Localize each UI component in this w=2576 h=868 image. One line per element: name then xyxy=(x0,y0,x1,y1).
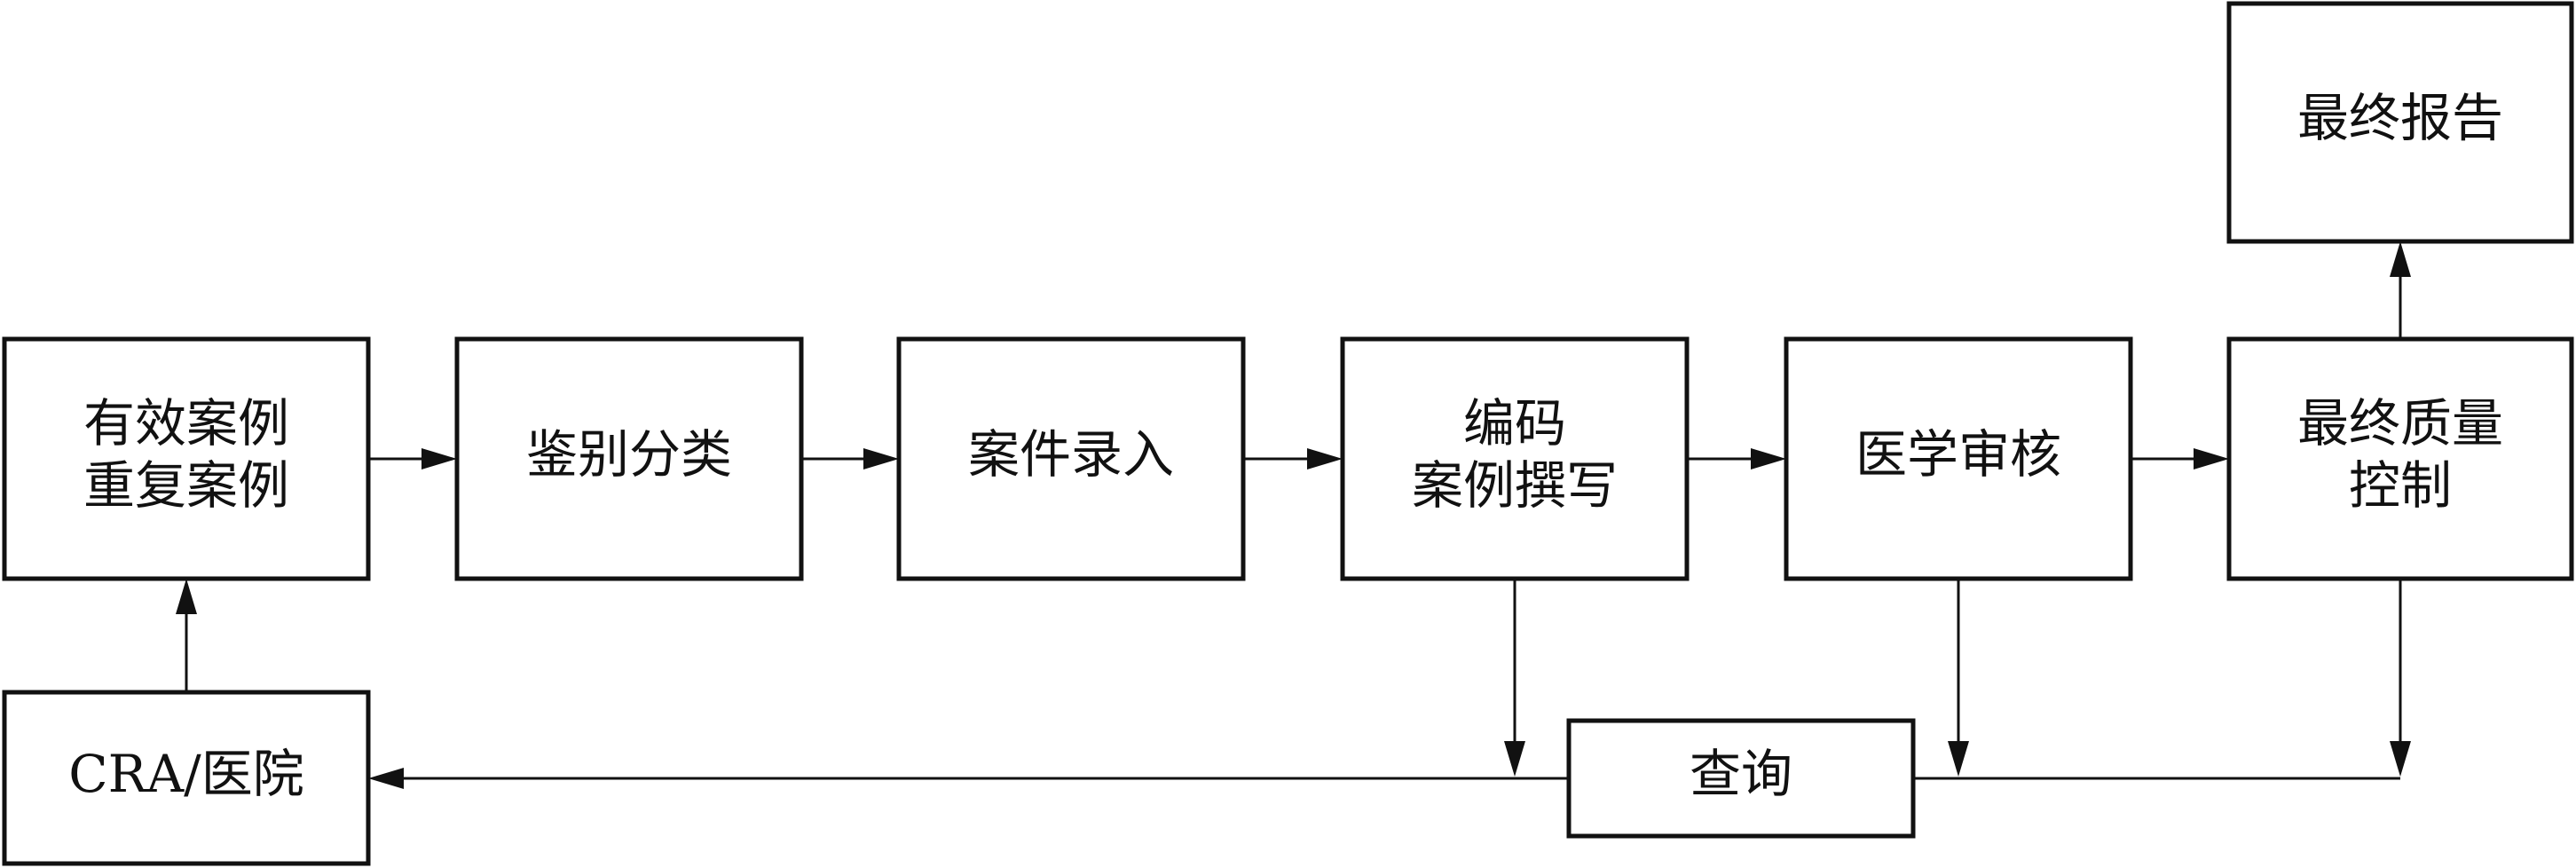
node-cases: 有效案例 重复案例 xyxy=(2,336,371,581)
arrow-coding-to-review xyxy=(1687,448,1786,470)
node-entry: 案件录入 xyxy=(896,336,1246,581)
query-return-line xyxy=(368,768,2400,789)
node-cases-line-2: 重复案例 xyxy=(83,455,289,516)
arrow-qc-to-report xyxy=(2390,241,2411,339)
arrow-review-to-qc xyxy=(2131,448,2229,470)
arrow-identify-to-entry xyxy=(801,448,899,470)
node-review-label: 医学审核 xyxy=(1855,424,2061,485)
node-cra: CRA/医院 xyxy=(2,690,371,866)
arrow-review-to-query-line xyxy=(1948,579,1969,777)
node-report: 最终报告 xyxy=(2226,1,2574,244)
node-query: 查询 xyxy=(1566,718,1916,839)
node-query-label: 查询 xyxy=(1690,744,1792,804)
node-coding: 编码 案例撰写 xyxy=(1340,336,1690,581)
node-identify-label: 鉴别分类 xyxy=(526,424,732,485)
node-cases-line-1: 有效案例 xyxy=(83,393,289,454)
node-qc: 最终质量 控制 xyxy=(2226,336,2574,581)
arrow-qc-to-query-line xyxy=(2390,579,2411,777)
node-qc-line-1: 最终质量 xyxy=(2297,393,2503,454)
node-qc-line-2: 控制 xyxy=(2349,455,2452,516)
node-coding-line-2: 案例撰写 xyxy=(1412,455,1618,516)
node-entry-label: 案件录入 xyxy=(968,424,1174,485)
node-review: 医学审核 xyxy=(1784,336,2133,581)
node-cra-label: CRA/医院 xyxy=(68,744,303,804)
node-report-label: 最终报告 xyxy=(2297,88,2503,148)
arrow-cases-to-identify xyxy=(368,448,457,470)
arrow-entry-to-coding xyxy=(1243,448,1343,470)
arrow-coding-to-query-line xyxy=(1504,579,1525,777)
node-coding-line-1: 编码 xyxy=(1463,393,1566,454)
arrow-cra-to-cases xyxy=(176,579,197,692)
node-identify: 鉴别分类 xyxy=(454,336,804,581)
